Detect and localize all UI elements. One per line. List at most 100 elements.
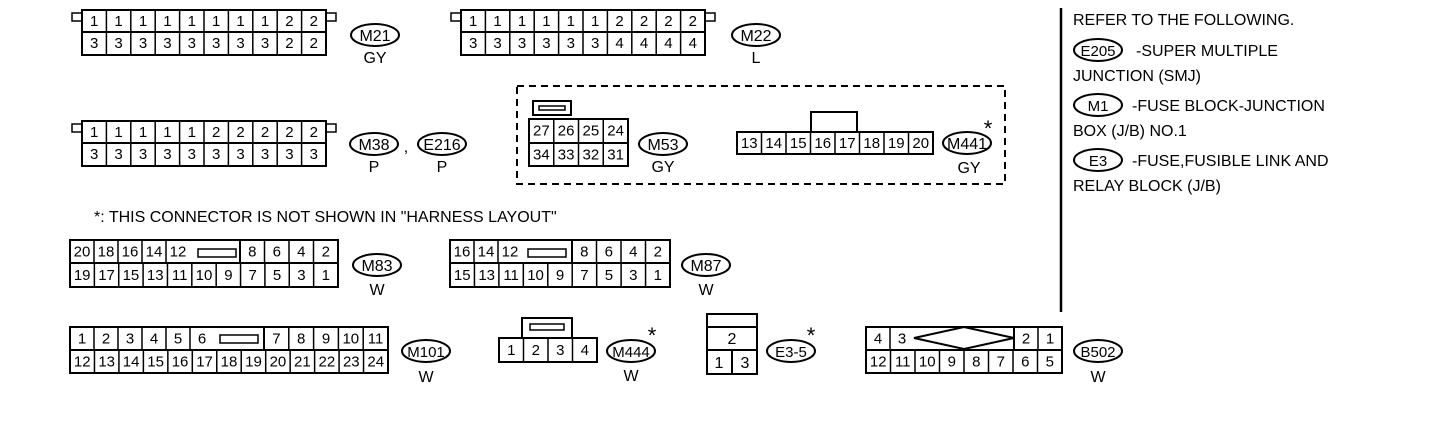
pin-m87-bottom-10: 10 bbox=[527, 267, 544, 284]
asterisk-m441: * bbox=[984, 116, 993, 141]
pin-m21-1: 1 bbox=[261, 13, 269, 30]
pin-m444-2: 2 bbox=[532, 342, 540, 359]
pin-m38-3: 3 bbox=[139, 146, 147, 163]
pin-m101-bottom-17: 17 bbox=[196, 354, 213, 371]
pin-m101-top-right-8: 8 bbox=[297, 331, 305, 348]
pin-b502-top-left-4: 4 bbox=[874, 331, 882, 348]
pin-m441-14: 14 bbox=[765, 135, 782, 152]
connector-id-m444: M444 bbox=[612, 344, 650, 361]
pin-b502-bottom-10: 10 bbox=[919, 354, 936, 371]
pin-m21-3: 3 bbox=[261, 35, 269, 52]
pin-m38-2: 2 bbox=[236, 124, 244, 141]
pin-m441-16: 16 bbox=[814, 135, 831, 152]
pin-m441-17: 17 bbox=[839, 135, 856, 152]
pin-m101-bottom-21: 21 bbox=[294, 354, 311, 371]
pin-m21-1: 1 bbox=[236, 13, 244, 30]
pin-m38-1: 1 bbox=[139, 124, 147, 141]
pin-m21-1: 1 bbox=[114, 13, 122, 30]
pin-m22-1: 1 bbox=[493, 13, 501, 30]
pin-m101-bottom-16: 16 bbox=[172, 354, 189, 371]
pin-m87-top-left-14: 14 bbox=[478, 244, 495, 261]
pin-m83-top-left-12: 12 bbox=[170, 244, 187, 261]
pin-m101-top-left-2: 2 bbox=[102, 331, 110, 348]
pin-m38-3: 3 bbox=[261, 146, 269, 163]
pin-m22-1: 1 bbox=[542, 13, 550, 30]
pin-m83-bottom-1: 1 bbox=[322, 267, 330, 284]
pin-b502-bottom-5: 5 bbox=[1046, 354, 1054, 371]
pin-m441-13: 13 bbox=[741, 135, 758, 152]
asterisk-m444: * bbox=[648, 323, 657, 348]
pin-m87-top-right-4: 4 bbox=[629, 244, 637, 261]
pin-m22-3: 3 bbox=[542, 35, 550, 52]
connector-e3-5: 2 1 3 E3-5 * bbox=[706, 313, 816, 375]
pin-m87-top-right-2: 2 bbox=[654, 244, 662, 261]
pin-m21-2: 2 bbox=[285, 13, 293, 30]
pin-m21-3: 3 bbox=[188, 35, 196, 52]
pin-m87-bottom-1: 1 bbox=[654, 267, 662, 284]
pin-m38-2: 2 bbox=[261, 124, 269, 141]
pin-m101-top-right-7: 7 bbox=[272, 331, 280, 348]
pin-m83-bottom-10: 10 bbox=[196, 267, 213, 284]
pin-m87-bottom-7: 7 bbox=[580, 267, 588, 284]
pin-m101-bottom-18: 18 bbox=[221, 354, 238, 371]
pin-m83-top-right-4: 4 bbox=[297, 244, 305, 261]
reference-item-3-line1: -FUSE,FUSIBLE LINK AND bbox=[1132, 153, 1329, 170]
wire-color-m53: GY bbox=[651, 159, 674, 176]
pin-m22-4: 4 bbox=[689, 35, 697, 52]
pin-m101-bottom-13: 13 bbox=[98, 354, 115, 371]
pin-m87-bottom-3: 3 bbox=[629, 267, 637, 284]
wire-color-m87: W bbox=[698, 282, 714, 299]
pin-m83-bottom-7: 7 bbox=[249, 267, 257, 284]
pin-m101-top-right-11: 11 bbox=[368, 331, 384, 348]
pin-m38-3: 3 bbox=[310, 146, 318, 163]
pin-m83-bottom-17: 17 bbox=[98, 267, 115, 284]
connector-id-m83: M83 bbox=[361, 258, 392, 275]
pin-b502-top-left-3: 3 bbox=[898, 331, 906, 348]
connector-id-m38: M38 bbox=[358, 137, 389, 154]
connector-id-m53: M53 bbox=[647, 137, 678, 154]
pin-m87-bottom-15: 15 bbox=[454, 267, 471, 284]
pin-m83-top-right-6: 6 bbox=[273, 244, 281, 261]
pin-m21-3: 3 bbox=[114, 35, 122, 52]
wire-color-m83: W bbox=[369, 282, 385, 299]
harness-layout-note: *: THIS CONNECTOR IS NOT SHOWN IN "HARNE… bbox=[94, 209, 557, 226]
reference-badge-e205: E205 bbox=[1080, 43, 1115, 60]
pin-m22-1: 1 bbox=[518, 13, 526, 30]
pin-b502-bottom-8: 8 bbox=[972, 354, 980, 371]
reference-heading: REFER TO THE FOLLOWING. bbox=[1073, 12, 1294, 29]
wire-color-m22: L bbox=[752, 50, 761, 67]
pin-m38-1: 1 bbox=[163, 124, 171, 141]
pin-m101-bottom-22: 22 bbox=[319, 354, 336, 371]
pin-m38-3: 3 bbox=[90, 146, 98, 163]
pin-m38-3: 3 bbox=[163, 146, 171, 163]
pin-m21-1: 1 bbox=[90, 13, 98, 30]
pin-m53-27: 27 bbox=[533, 123, 550, 140]
pin-m441-19: 19 bbox=[888, 135, 905, 152]
pin-m441-15: 15 bbox=[790, 135, 807, 152]
pin-m21-3: 3 bbox=[212, 35, 220, 52]
reference-item-3-line2: RELAY BLOCK (J/B) bbox=[1073, 178, 1221, 195]
pin-b502-bottom-6: 6 bbox=[1021, 354, 1029, 371]
connector-separator: , bbox=[404, 139, 408, 156]
pin-b502-bottom-12: 12 bbox=[870, 354, 887, 371]
pin-m83-top-left-16: 16 bbox=[122, 244, 139, 261]
pin-m83-bottom-13: 13 bbox=[147, 267, 164, 284]
pin-m83-top-right-2: 2 bbox=[322, 244, 330, 261]
pin-m83-top-right-8: 8 bbox=[248, 244, 256, 261]
pin-m22-4: 4 bbox=[640, 35, 648, 52]
pin-m38-2: 2 bbox=[310, 124, 318, 141]
pin-m83-top-left-14: 14 bbox=[146, 244, 163, 261]
pin-m38-1: 1 bbox=[114, 124, 122, 141]
connector-id-e3-5: E3-5 bbox=[775, 344, 807, 361]
pin-m83-bottom-15: 15 bbox=[123, 267, 140, 284]
pin-m21-1: 1 bbox=[139, 13, 147, 30]
pin-m101-bottom-12: 12 bbox=[74, 354, 91, 371]
dashed-group-box bbox=[516, 85, 1006, 185]
reference-badge-e3: E3 bbox=[1089, 153, 1107, 170]
reference-item-2-line2: BOX (J/B) NO.1 bbox=[1073, 123, 1187, 140]
